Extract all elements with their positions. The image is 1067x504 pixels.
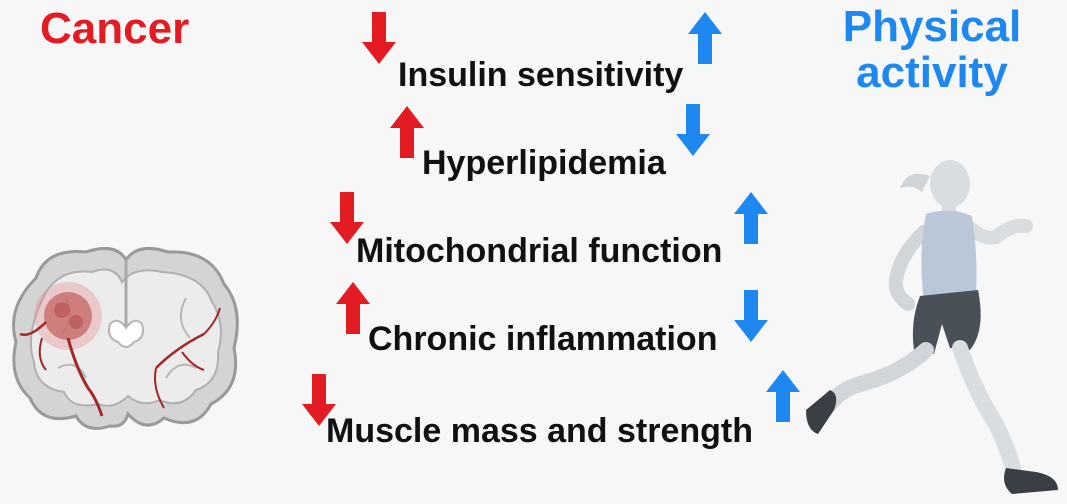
factor-label: Mitochondrial function — [356, 232, 723, 270]
factor-label: Hyperlipidemia — [422, 144, 666, 182]
physical-activity-heading-line2: activity — [856, 48, 1008, 97]
cancer-heading: Cancer — [40, 4, 190, 53]
cancer-down-arrow-icon — [362, 12, 396, 64]
cancer-down-arrow-icon — [302, 374, 336, 426]
activity-up-arrow-icon — [688, 12, 722, 64]
cancer-up-arrow-icon — [390, 106, 424, 158]
activity-down-arrow-icon — [734, 290, 768, 342]
physical-activity-heading-line1: Physical — [842, 2, 1022, 51]
factor-label: Muscle mass and strength — [326, 412, 754, 450]
physical-activity-heading: Physical activity — [832, 4, 1032, 96]
factor-label: Insulin sensitivity — [398, 56, 684, 94]
cancer-down-arrow-icon — [330, 192, 364, 244]
activity-up-arrow-icon — [766, 370, 800, 422]
activity-down-arrow-icon — [676, 104, 710, 156]
cancer-up-arrow-icon — [336, 282, 370, 334]
activity-up-arrow-icon — [734, 192, 768, 244]
factor-label: Chronic inflammation — [368, 320, 718, 358]
brain-tumor-icon — [12, 246, 239, 430]
runner-icon — [806, 160, 1058, 494]
